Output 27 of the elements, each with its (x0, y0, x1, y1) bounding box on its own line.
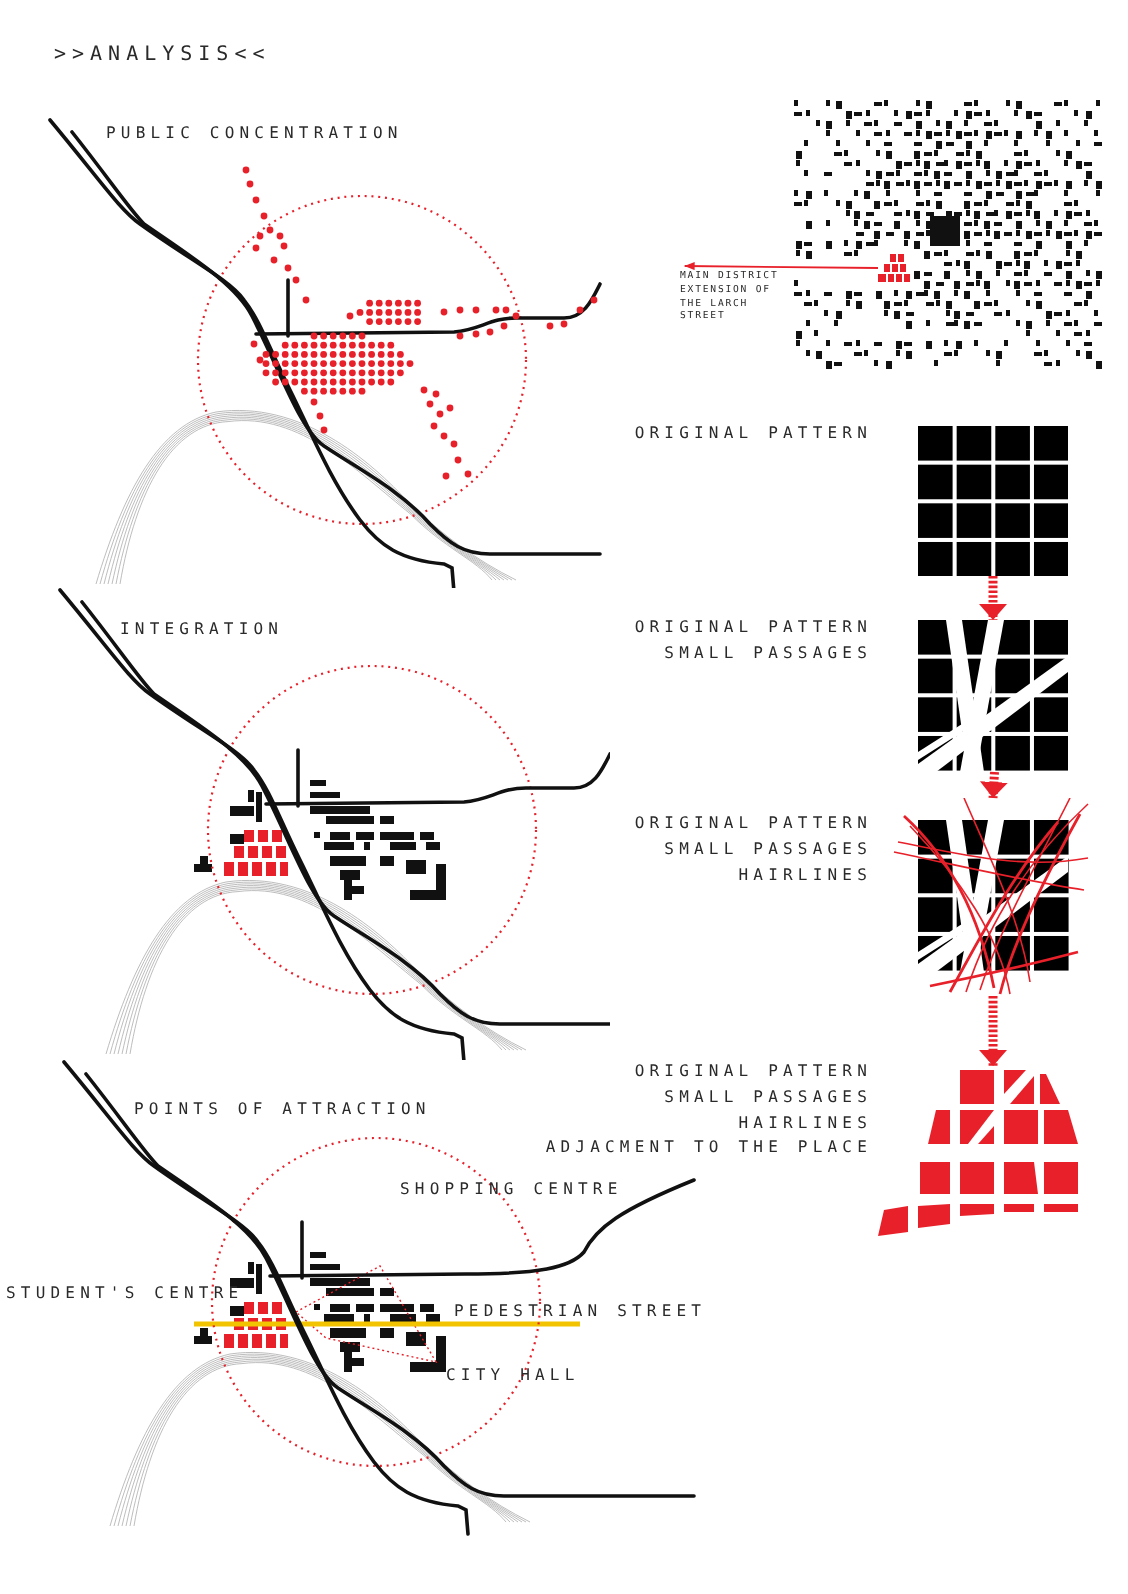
pattern-caption: SMALL PASSAGES (664, 1087, 872, 1108)
pattern-diagram (918, 620, 1068, 772)
section-heading: PUBLIC CONCENTRATION (106, 124, 403, 144)
place-label: SHOPPING CENTRE (400, 1180, 623, 1200)
pattern-caption: ORIGINAL PATTERN (634, 1062, 872, 1082)
pattern-caption: HAIRLINES (738, 1113, 872, 1134)
place-label: CITY HALL (446, 1366, 580, 1386)
arrow (683, 262, 879, 271)
pattern-caption: SMALL PASSAGES (664, 643, 872, 664)
pattern-caption: HAIRLINES (738, 865, 872, 886)
place-label: STUDENT'S CENTRE (6, 1284, 244, 1304)
pattern-caption: ORIGINAL PATTERN (634, 618, 872, 638)
pattern-caption: ORIGINAL PATTERN (634, 814, 872, 834)
arrow (985, 996, 1002, 1066)
arrow (985, 771, 1002, 799)
section-heading: INTEGRATION (120, 620, 284, 640)
place-label: PEDESTRIAN STREET (454, 1302, 707, 1322)
arrow (985, 576, 1001, 620)
pattern-diagram (918, 426, 1068, 576)
pattern-caption: SMALL PASSAGES (664, 839, 872, 860)
pattern-diagram (878, 1066, 1082, 1238)
pattern-caption: ADJACMENT TO THE PLACE (545, 1138, 872, 1159)
section-heading: POINTS OF ATTRACTION (134, 1100, 431, 1120)
pattern-caption: ORIGINAL PATTERN (634, 424, 872, 444)
highlighted-district (878, 254, 910, 282)
page-title: >>ANALYSIS<< (54, 44, 271, 68)
pattern-diagram (890, 798, 1092, 996)
